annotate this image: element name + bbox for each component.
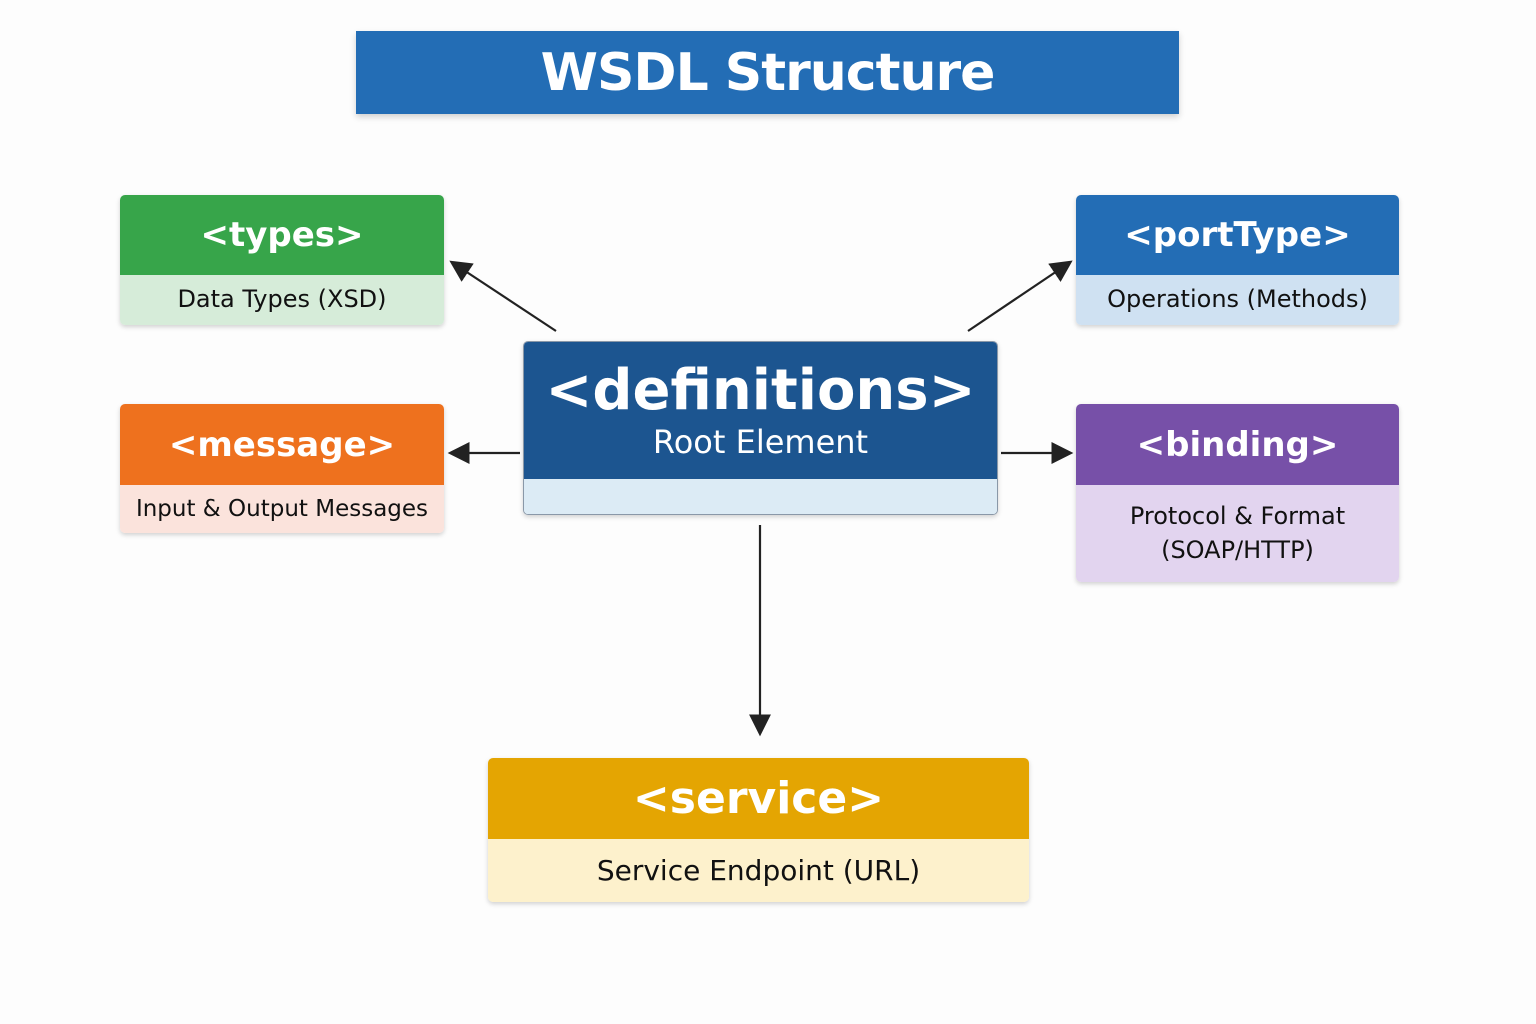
node-definitions-header: <definitions> Root Element (524, 342, 997, 479)
node-binding-body: Protocol & Format (SOAP/HTTP) (1076, 485, 1399, 582)
arrow-definitions-to-porttype (967, 260, 1073, 332)
arrow-definitions-to-types (449, 260, 557, 332)
node-message-description: Input & Output Messages (135, 495, 429, 522)
node-porttype-description: Operations (Methods) (1107, 285, 1368, 314)
node-definitions-body (524, 479, 997, 514)
diagram-title-banner: WSDL Structure (356, 31, 1179, 114)
node-porttype: <portType> Operations (Methods) (1076, 195, 1399, 325)
node-message-header: <message> (120, 404, 444, 485)
node-porttype-body: Operations (Methods) (1076, 275, 1399, 325)
node-porttype-tag: <portType> (1124, 215, 1351, 255)
node-message-body: Input & Output Messages (120, 485, 444, 533)
node-service-tag: <service> (632, 773, 885, 824)
node-binding-description-line1: Protocol & Format (1129, 501, 1346, 530)
node-service: <service> Service Endpoint (URL) (488, 758, 1029, 902)
node-service-body: Service Endpoint (URL) (488, 839, 1029, 902)
node-message-tag: <message> (168, 424, 396, 465)
node-types-body: Data Types (XSD) (120, 275, 444, 325)
node-types: <types> Data Types (XSD) (120, 195, 444, 325)
node-binding-header: <binding> (1076, 404, 1399, 485)
node-types-header: <types> (120, 195, 444, 275)
node-binding-description-line2: (SOAP/HTTP) (1161, 535, 1314, 564)
node-porttype-header: <portType> (1076, 195, 1399, 275)
node-types-tag: <types> (200, 215, 364, 255)
node-definitions-description: Root Element (652, 423, 869, 462)
node-service-header: <service> (488, 758, 1029, 839)
node-service-description: Service Endpoint (URL) (596, 853, 921, 887)
node-definitions: <definitions> Root Element (523, 341, 998, 515)
node-types-description: Data Types (XSD) (177, 285, 387, 314)
node-definitions-tag: <definitions> (545, 357, 976, 423)
diagram-title: WSDL Structure (540, 42, 996, 103)
node-message: <message> Input & Output Messages (120, 404, 444, 533)
node-binding-tag: <binding> (1136, 424, 1339, 465)
node-binding: <binding> Protocol & Format (SOAP/HTTP) (1076, 404, 1399, 582)
